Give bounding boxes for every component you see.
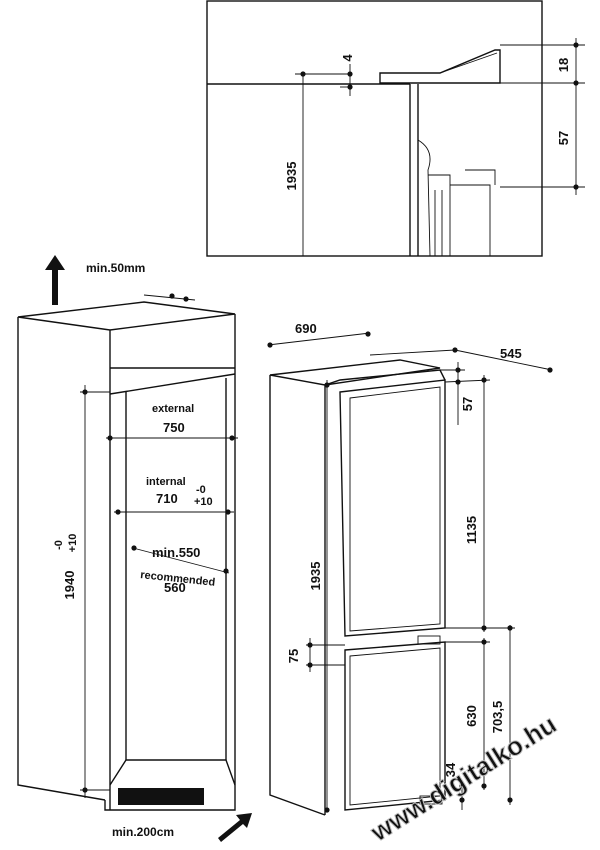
dim-dot: [481, 783, 487, 789]
dim-57-label: 57: [556, 131, 571, 145]
dim-dot: [481, 377, 487, 383]
dim-1935-label: 1935: [284, 162, 299, 191]
dim-dot: [455, 367, 461, 373]
hinge-curve: [417, 139, 431, 257]
fridge-height-1135-label: 1135: [464, 516, 479, 544]
freezer-door: [344, 641, 446, 811]
detail-frame: [206, 0, 543, 257]
dim-dot: [347, 71, 353, 77]
top-hinge-area: [324, 369, 446, 386]
top-bracket: [379, 49, 501, 84]
ext-line-545: [369, 349, 456, 356]
middle-hinge: [417, 635, 441, 645]
dim-dot: [324, 382, 330, 388]
dim-dot: [307, 662, 313, 668]
niche-floor: [109, 759, 236, 786]
width-690-label: 690: [295, 321, 317, 336]
dim-dot: [324, 807, 330, 813]
freezer-total-7035-label: 703,5: [490, 701, 505, 734]
top-panel-shelf: [109, 373, 236, 395]
bracket-edge: [439, 52, 498, 74]
height-tolerance-top: -0: [53, 540, 65, 550]
dim-dot: [481, 639, 487, 645]
total-height-1935-label: 1935: [308, 562, 323, 591]
internal-tolerance-bottom: +10: [194, 496, 213, 508]
appliance-side-face: [269, 375, 326, 816]
dim-dot: [300, 71, 306, 77]
dim-dot: [573, 184, 579, 190]
dim-line-depth: [132, 547, 230, 574]
dim-dot: [82, 787, 88, 793]
dim-dot: [229, 435, 235, 441]
internal-value: 710: [156, 491, 178, 506]
cabinet-left-face: [17, 317, 106, 801]
appliance-top-face: [269, 359, 441, 386]
dim-dot: [347, 84, 353, 90]
freezer-door-inner: [349, 647, 441, 806]
dim-dot: [107, 435, 113, 441]
dim-dot: [183, 296, 189, 302]
dim-line-545: [454, 349, 553, 371]
internal-label: internal: [146, 476, 186, 488]
dim-dot: [307, 642, 313, 648]
watermark: www.digitalko.hu: [364, 709, 561, 848]
dim-dot: [115, 509, 121, 515]
plinth: [104, 785, 236, 811]
dim-dot: [573, 42, 579, 48]
bottom-hinge: [419, 795, 443, 805]
dim-dot: [547, 367, 553, 373]
dim-line-690: [267, 332, 371, 346]
dim-dot: [131, 545, 137, 551]
hinge-block: [428, 174, 451, 256]
dim-dot: [82, 389, 88, 395]
min-200cm-label: min.200cm: [112, 825, 174, 839]
depth-545-label: 545: [500, 346, 522, 361]
door-lines: [434, 190, 443, 256]
dim-dot: [225, 509, 231, 515]
niche-view: min.50mm external 750 internal 710 -0 +1…: [17, 255, 252, 842]
recommended-value: 560: [164, 580, 186, 595]
ventilation-grille: [118, 788, 204, 805]
appliance-view: 690 545 57 1135 1935 75 630 703,5 34: [267, 321, 553, 816]
freezer-630-label: 630: [464, 705, 479, 727]
min-depth-label: min.550: [152, 545, 200, 560]
top-offset-57-label: 57: [460, 397, 475, 411]
internal-tolerance-top: -0: [196, 484, 206, 496]
bottom-offset-34-label: 34: [443, 762, 458, 777]
cabinet-top-face: [17, 301, 236, 331]
dim-dot: [452, 347, 458, 353]
dim-dot: [507, 797, 513, 803]
door-hinge-part: [465, 169, 496, 185]
fridge-door-inner: [349, 386, 441, 632]
divider-75-label: 75: [286, 649, 301, 663]
external-label: external: [152, 403, 194, 415]
dim-dot: [459, 797, 465, 803]
dim-dot: [507, 625, 513, 631]
dim-dot: [573, 80, 579, 86]
airflow-in-arrow-icon: [218, 813, 252, 842]
height-tolerance-bottom: +10: [67, 534, 79, 553]
door-top: [450, 184, 491, 256]
dim-dot: [459, 783, 465, 789]
dim-dot: [169, 293, 175, 299]
dim-18-label: 18: [556, 58, 571, 72]
dim-4-label: 4: [340, 54, 355, 62]
airflow-up-arrow-icon: [45, 255, 65, 305]
height-value: 1940: [62, 571, 77, 600]
dim-dot: [267, 342, 273, 348]
min-50mm-label: min.50mm: [86, 261, 145, 275]
dim-dot: [455, 379, 461, 385]
top-detail-view: 4 18 1935 57: [206, 0, 585, 257]
external-value: 750: [163, 420, 185, 435]
dim-dot: [223, 568, 229, 574]
dim-dot: [365, 331, 371, 337]
fridge-door: [339, 379, 446, 637]
